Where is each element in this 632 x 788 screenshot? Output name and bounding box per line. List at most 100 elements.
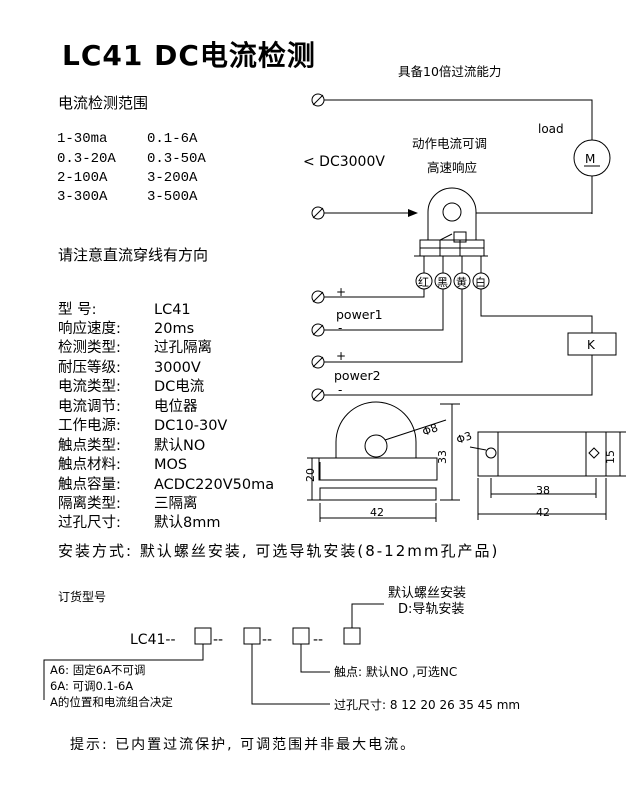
spec-label: 型 号:: [58, 302, 97, 318]
plus2-label: +: [336, 349, 346, 363]
spec-row: 检测类型: 过孔隔离: [58, 341, 212, 356]
range-cell: 3-500A: [147, 189, 198, 205]
spec-row: 电流类型: DC电流: [58, 380, 204, 395]
spec-label: 工作电源:: [58, 418, 121, 434]
front-view-hole: [364, 434, 388, 458]
range-cell: 0.3-50A: [147, 151, 206, 167]
spec-label: 耐压等级:: [58, 360, 121, 376]
spec-row: 触点类型: 默认NO: [58, 439, 205, 454]
order-box-mount: [343, 627, 361, 645]
sensor-body: [427, 187, 477, 240]
overload-label: 具备10倍过流能力: [398, 64, 501, 79]
dim-33: 33: [436, 450, 449, 464]
spec-label: 触点容量:: [58, 477, 121, 493]
dim-hole8: Φ8: [421, 421, 440, 439]
load-label: load: [538, 122, 564, 136]
range-cell: 1-30ma: [57, 131, 108, 147]
spec-value: 三隔离: [154, 496, 198, 512]
dim-38: 38: [536, 484, 550, 497]
dim-42a: 42: [370, 506, 384, 519]
voltage-label: < DC3000V: [303, 154, 385, 170]
plus1-label: +: [336, 285, 346, 299]
spec-value: 过孔隔离: [154, 340, 212, 356]
spec-label: 隔离类型:: [58, 496, 121, 512]
spec-value: 20ms: [154, 321, 195, 337]
dim-42b: 42: [536, 506, 550, 519]
wire-yellow-label: 黄: [456, 275, 467, 289]
tip-note: 提示: 已内置过流保护, 可调范围并非最大电流。: [70, 737, 417, 753]
order-sep-2: --: [262, 632, 272, 648]
spec-label: 过孔尺寸:: [58, 515, 121, 531]
order-hole-sizes: 过孔尺寸: 8 12 20 26 35 45 mm: [334, 698, 520, 712]
spec-value: MOS: [154, 457, 188, 473]
spec-label: 检测类型:: [58, 340, 121, 356]
spec-row: 隔离类型: 三隔离: [58, 497, 198, 512]
order-code-prefix: LC41--: [130, 632, 176, 648]
terminal-screw-icon: [311, 323, 325, 337]
install-note: 安装方式: 默认螺丝安装, 可选导轨安装(8-12mm孔产品): [58, 542, 500, 560]
order-sep-3: --: [313, 632, 323, 648]
adjust-label: 动作电流可调: [412, 136, 487, 151]
order-a6: A6: 固定6A不可调: [50, 663, 145, 677]
order-mount-rail: D:导轨安装: [398, 602, 464, 617]
spec-value: 默认NO: [154, 438, 206, 454]
order-sep-1: --: [213, 632, 223, 648]
fast-label: 高速响应: [427, 160, 477, 175]
minus2-label: -: [338, 383, 342, 397]
spec-value: 3000V: [154, 360, 201, 376]
range-row: 1-30ma 0.1-6A: [57, 131, 197, 147]
front-view-outline: [335, 401, 417, 458]
wire-red-label: 红: [418, 276, 429, 289]
spec-value: 电位器: [154, 399, 198, 415]
spec-value: ACDC220V50ma: [154, 477, 275, 493]
spec-row: 耐压等级: 3000V: [58, 361, 201, 376]
spec-value: DC10-30V: [154, 418, 228, 434]
relay-label: K: [587, 338, 596, 352]
wire-white-label: 白: [475, 275, 486, 289]
terminal-screw-icon: [311, 388, 325, 402]
spec-value: 默认8mm: [154, 515, 221, 531]
side-view-outline: [477, 431, 607, 477]
spec-label: 电流调节:: [58, 399, 121, 415]
spec-label: 触点类型:: [58, 438, 121, 454]
order-apos: A的位置和电流组合决定: [50, 695, 173, 709]
terminal-screw-icon: [311, 355, 325, 369]
spec-value: LC41: [154, 302, 191, 318]
page-title: LC41 DC电流检测: [62, 39, 316, 72]
order-mount-default: 默认螺丝安装: [388, 585, 466, 601]
range-cell: 3-200A: [147, 170, 198, 186]
range-cell: 0.3-20A: [57, 151, 116, 167]
minus1-label: -: [338, 321, 342, 335]
power2-label: power2: [334, 368, 381, 383]
spec-row: 触点材料:MOS: [58, 458, 187, 473]
dim-15: 15: [604, 450, 617, 464]
spec-label: 电流类型:: [58, 379, 121, 395]
range-cell: 0.1-6A: [147, 131, 198, 147]
direction-note: 请注意直流穿线有方向: [58, 246, 209, 264]
dim-hole3: Φ3: [455, 429, 474, 447]
order-a6b: 6A: 可调0.1-6A: [50, 679, 133, 693]
order-box-a: [194, 627, 212, 645]
order-box-contact: [292, 627, 310, 645]
wire-top: [324, 99, 593, 140]
order-box-hole: [243, 627, 261, 645]
spec-label: 响应速度:: [58, 321, 121, 337]
spec-row: 响应速度: 20ms: [58, 322, 194, 337]
spec-row: 触点容量: ACDC220V50ma: [58, 478, 274, 493]
spec-value: DC电流: [154, 379, 205, 395]
spec-row: 过孔尺寸: 默认8mm: [58, 516, 220, 531]
dim-20: 20: [304, 468, 317, 482]
order-title: 订货型号: [58, 590, 107, 604]
terminal-screw-icon: [311, 290, 325, 304]
spec-row: 工作电源: DC10-30V: [58, 419, 227, 434]
range-row: 3-300A 3-500A: [57, 189, 197, 205]
power1-label: power1: [336, 307, 383, 322]
spec-row: 型 号: LC41: [58, 303, 191, 318]
range-cell: 3-300A: [57, 189, 108, 205]
order-contact: 触点: 默认NO ,可选NC: [334, 664, 457, 679]
wire-black-label: 黑: [437, 276, 448, 289]
sensor-hole: [442, 202, 462, 222]
terminal-screw-icon: [311, 93, 325, 107]
